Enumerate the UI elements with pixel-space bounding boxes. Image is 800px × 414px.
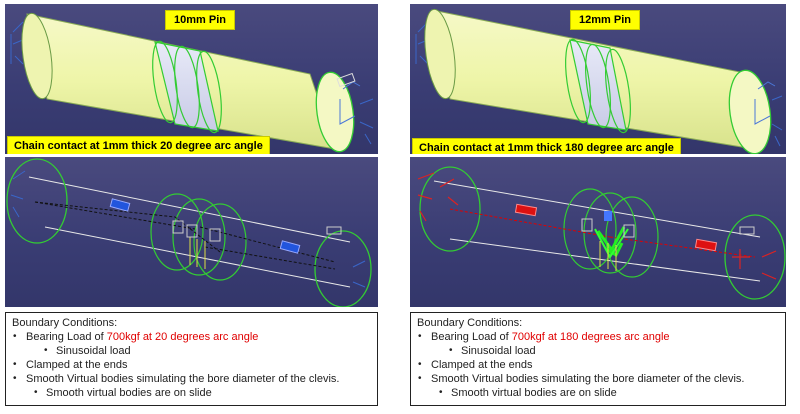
bc-clamped: • Clamped at the ends — [12, 358, 371, 372]
bullet-icon: • — [13, 359, 17, 370]
viewport-10mm-model[interactable]: 10mm Pin Chain contact at 1mm thick 20 d… — [5, 4, 378, 154]
bc-heading: Boundary Conditions: — [417, 317, 523, 329]
bullet-icon: • — [418, 331, 422, 342]
contact-description-label: Chain contact at 1mm thick 20 degree arc… — [7, 136, 270, 154]
bullet-icon: • — [34, 387, 38, 398]
boundary-conditions-10mm: Boundary Conditions: • Bearing Load of 7… — [5, 312, 378, 406]
viewport-12mm-model[interactable]: 12mm Pin Chain contact at 1mm thick 180 … — [410, 4, 786, 154]
bc-load-value: 700kgf at 180 degrees arc angle — [511, 331, 670, 343]
pin-size-label: 12mm Pin — [570, 10, 640, 30]
bc-load-prefix: Bearing Load of — [26, 331, 107, 343]
bc-load-prefix: Bearing Load of — [431, 331, 512, 343]
wireframe-12mm — [417, 166, 786, 300]
bc-sub-load: • Sinusoidal load — [417, 344, 779, 358]
bc-slide-text: Smooth virtual bodies are on slide — [451, 387, 617, 399]
bullet-icon: • — [418, 359, 422, 370]
bc-virtual-text: Smooth Virtual bodies simulating the bor… — [431, 373, 745, 385]
bc-slide-text: Smooth virtual bodies are on slide — [46, 387, 212, 399]
bc-clamped-text: Clamped at the ends — [26, 359, 128, 371]
wireframe-10mm — [6, 158, 372, 307]
bullet-icon: • — [449, 345, 453, 356]
viewport-12mm-wireframe[interactable] — [410, 157, 786, 307]
viewport-10mm-wireframe[interactable] — [5, 157, 378, 307]
bc-clamped: • Clamped at the ends — [417, 358, 779, 372]
bc-sub-load-text: Sinusoidal load — [56, 345, 131, 357]
bc-load-value: 700kgf at 20 degrees arc angle — [106, 331, 259, 343]
bullet-icon: • — [44, 345, 48, 356]
pin-10mm-cylinder — [10, 12, 374, 153]
bullet-icon: • — [13, 373, 17, 384]
bullet-icon: • — [439, 387, 443, 398]
bc-bearing-load: • Bearing Load of 700kgf at 20 degrees a… — [12, 330, 371, 344]
bc-virtual-text: Smooth Virtual bodies simulating the bor… — [26, 373, 340, 385]
pin-12mm-cylinder — [415, 8, 783, 154]
contact-description-label: Chain contact at 1mm thick 180 degree ar… — [412, 138, 681, 154]
boundary-conditions-12mm: Boundary Conditions: • Bearing Load of 7… — [410, 312, 786, 406]
bc-sub-load-text: Sinusoidal load — [461, 345, 536, 357]
bc-slide: • Smooth virtual bodies are on slide — [12, 386, 371, 400]
bc-virtual-bodies: • Smooth Virtual bodies simulating the b… — [12, 372, 371, 386]
bc-sub-load: • Sinusoidal load — [12, 344, 371, 358]
pin-size-label: 10mm Pin — [165, 10, 235, 30]
bullet-icon: • — [13, 331, 17, 342]
bc-slide: • Smooth virtual bodies are on slide — [417, 386, 779, 400]
bc-virtual-bodies: • Smooth Virtual bodies simulating the b… — [417, 372, 779, 386]
bullet-icon: • — [418, 373, 422, 384]
bc-clamped-text: Clamped at the ends — [431, 359, 533, 371]
bc-bearing-load: • Bearing Load of 700kgf at 180 degrees … — [417, 330, 779, 344]
bc-heading: Boundary Conditions: — [12, 317, 118, 329]
